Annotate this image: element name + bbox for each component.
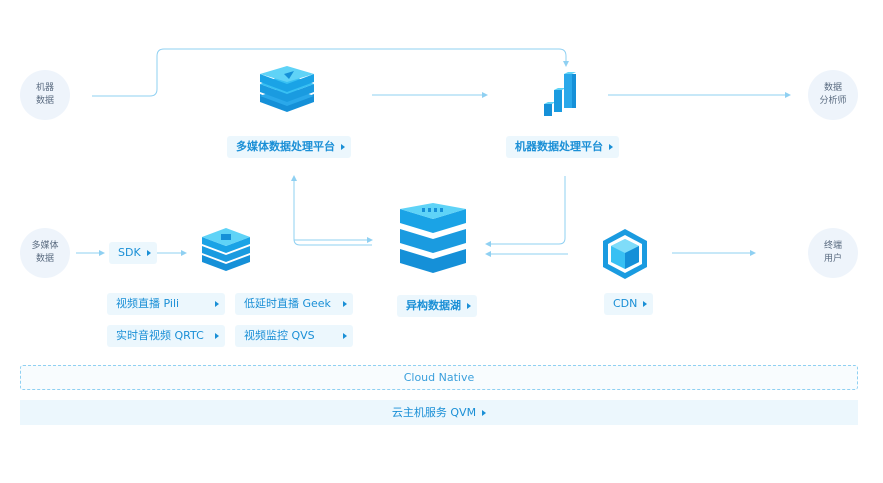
media-data-node: 多媒体 数据 xyxy=(20,228,70,278)
arrow-right-icon xyxy=(343,301,347,307)
arrow-right-icon xyxy=(609,144,613,150)
media-stack-icon xyxy=(202,228,250,271)
arrow-right-icon xyxy=(467,303,471,309)
arrow-right-icon xyxy=(215,333,219,339)
media-platform-label[interactable]: 多媒体数据处理平台 xyxy=(227,136,351,158)
machine-platform-label[interactable]: 机器数据处理平台 xyxy=(506,136,619,158)
sdk-label[interactable]: SDK xyxy=(109,242,157,264)
server-rack-icon xyxy=(400,203,466,273)
qvs-label[interactable]: 视频监控 QVS xyxy=(235,325,353,347)
qrtc-label[interactable]: 实时音视频 QRTC xyxy=(107,325,225,347)
bar-blocks-icon xyxy=(544,72,576,116)
arrow-right-icon xyxy=(146,250,151,256)
pili-label[interactable]: 视频直播 Pili xyxy=(107,293,225,315)
end-user-node: 终端 用户 xyxy=(808,228,858,278)
geek-label[interactable]: 低延时直播 Geek xyxy=(235,293,353,315)
cdn-cube-icon xyxy=(603,229,647,279)
cdn-label[interactable]: CDN xyxy=(604,293,654,315)
arrow-right-icon xyxy=(341,144,345,150)
qvm-bar[interactable]: 云主机服务 QVM xyxy=(20,400,858,425)
arrow-right-icon xyxy=(643,301,648,307)
data-analyst-node: 数据 分析师 xyxy=(808,70,858,120)
arrow-right-icon xyxy=(482,410,487,416)
arrow-right-icon xyxy=(215,301,219,307)
machine-data-node: 机器 数据 xyxy=(20,70,70,120)
layers-stack-icon xyxy=(260,66,314,112)
cloud-native-bar: Cloud Native xyxy=(20,365,858,390)
arrow-right-icon xyxy=(343,333,347,339)
data-lake-label[interactable]: 异构数据湖 xyxy=(397,295,477,317)
